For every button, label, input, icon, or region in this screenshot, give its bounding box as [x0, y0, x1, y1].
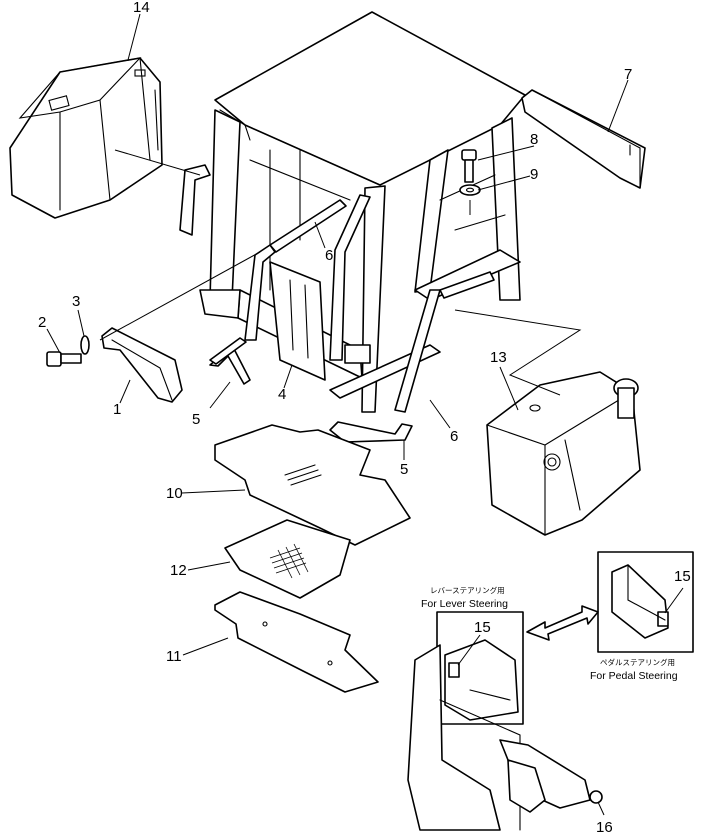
part-4-panel — [269, 261, 326, 381]
callout-8: 8 — [530, 131, 538, 148]
cab-frame — [179, 11, 526, 413]
caption-lever-jp: レバーステアリング用 — [430, 585, 505, 595]
part-7-bar — [521, 89, 646, 189]
part-12-plate — [224, 519, 351, 599]
part-5a-step — [209, 337, 251, 385]
callout-1: 1 — [113, 401, 121, 418]
part-5b-step — [329, 421, 413, 443]
inset-pedal-steering — [597, 551, 694, 653]
assembly-lines — [99, 149, 582, 396]
callout-6a: 6 — [325, 247, 333, 264]
callout-2: 2 — [38, 314, 46, 331]
part-11-base — [214, 591, 379, 693]
callout-12: 12 — [170, 562, 187, 579]
part-14-cover — [9, 57, 163, 219]
part-6-tubes — [244, 194, 495, 413]
callout-leaders — [46, 13, 684, 816]
callout-9: 9 — [530, 166, 538, 183]
callout-3: 3 — [72, 293, 80, 310]
part-13-tank — [486, 371, 641, 536]
caption-pedal-jp: ペダルステアリング用 — [600, 657, 675, 667]
inset-lever-steering — [407, 611, 603, 831]
callout-15b: 15 — [674, 568, 691, 585]
callout-14: 14 — [133, 0, 150, 16]
callout-15a: 15 — [474, 619, 491, 636]
captions: レバーステアリング用 For Lever Steering ペダルステアリング用… — [421, 585, 678, 682]
callout-10: 10 — [166, 485, 183, 502]
callout-5a: 5 — [192, 411, 200, 428]
part-3-washer — [80, 335, 90, 355]
callout-6b: 6 — [450, 428, 458, 445]
caption-pedal-en: For Pedal Steering — [590, 670, 678, 682]
callout-4: 4 — [278, 386, 286, 403]
callout-11: 11 — [166, 648, 182, 665]
caption-lever-en: For Lever Steering — [421, 598, 508, 610]
double-arrow-icon — [526, 605, 599, 641]
part-10-mat — [214, 424, 411, 546]
callout-numbers: 14 7 8 9 6 6 5 5 4 1 2 3 10 12 11 13 15 … — [38, 0, 691, 835]
part-9-washer — [459, 184, 481, 196]
callout-5b: 5 — [400, 461, 408, 478]
part-8-bolt — [461, 149, 477, 183]
callout-13: 13 — [490, 349, 507, 366]
callout-7: 7 — [624, 66, 632, 83]
callout-16: 16 — [596, 819, 613, 835]
part-2-bolt — [46, 351, 82, 367]
part-1-bracket — [101, 327, 183, 403]
